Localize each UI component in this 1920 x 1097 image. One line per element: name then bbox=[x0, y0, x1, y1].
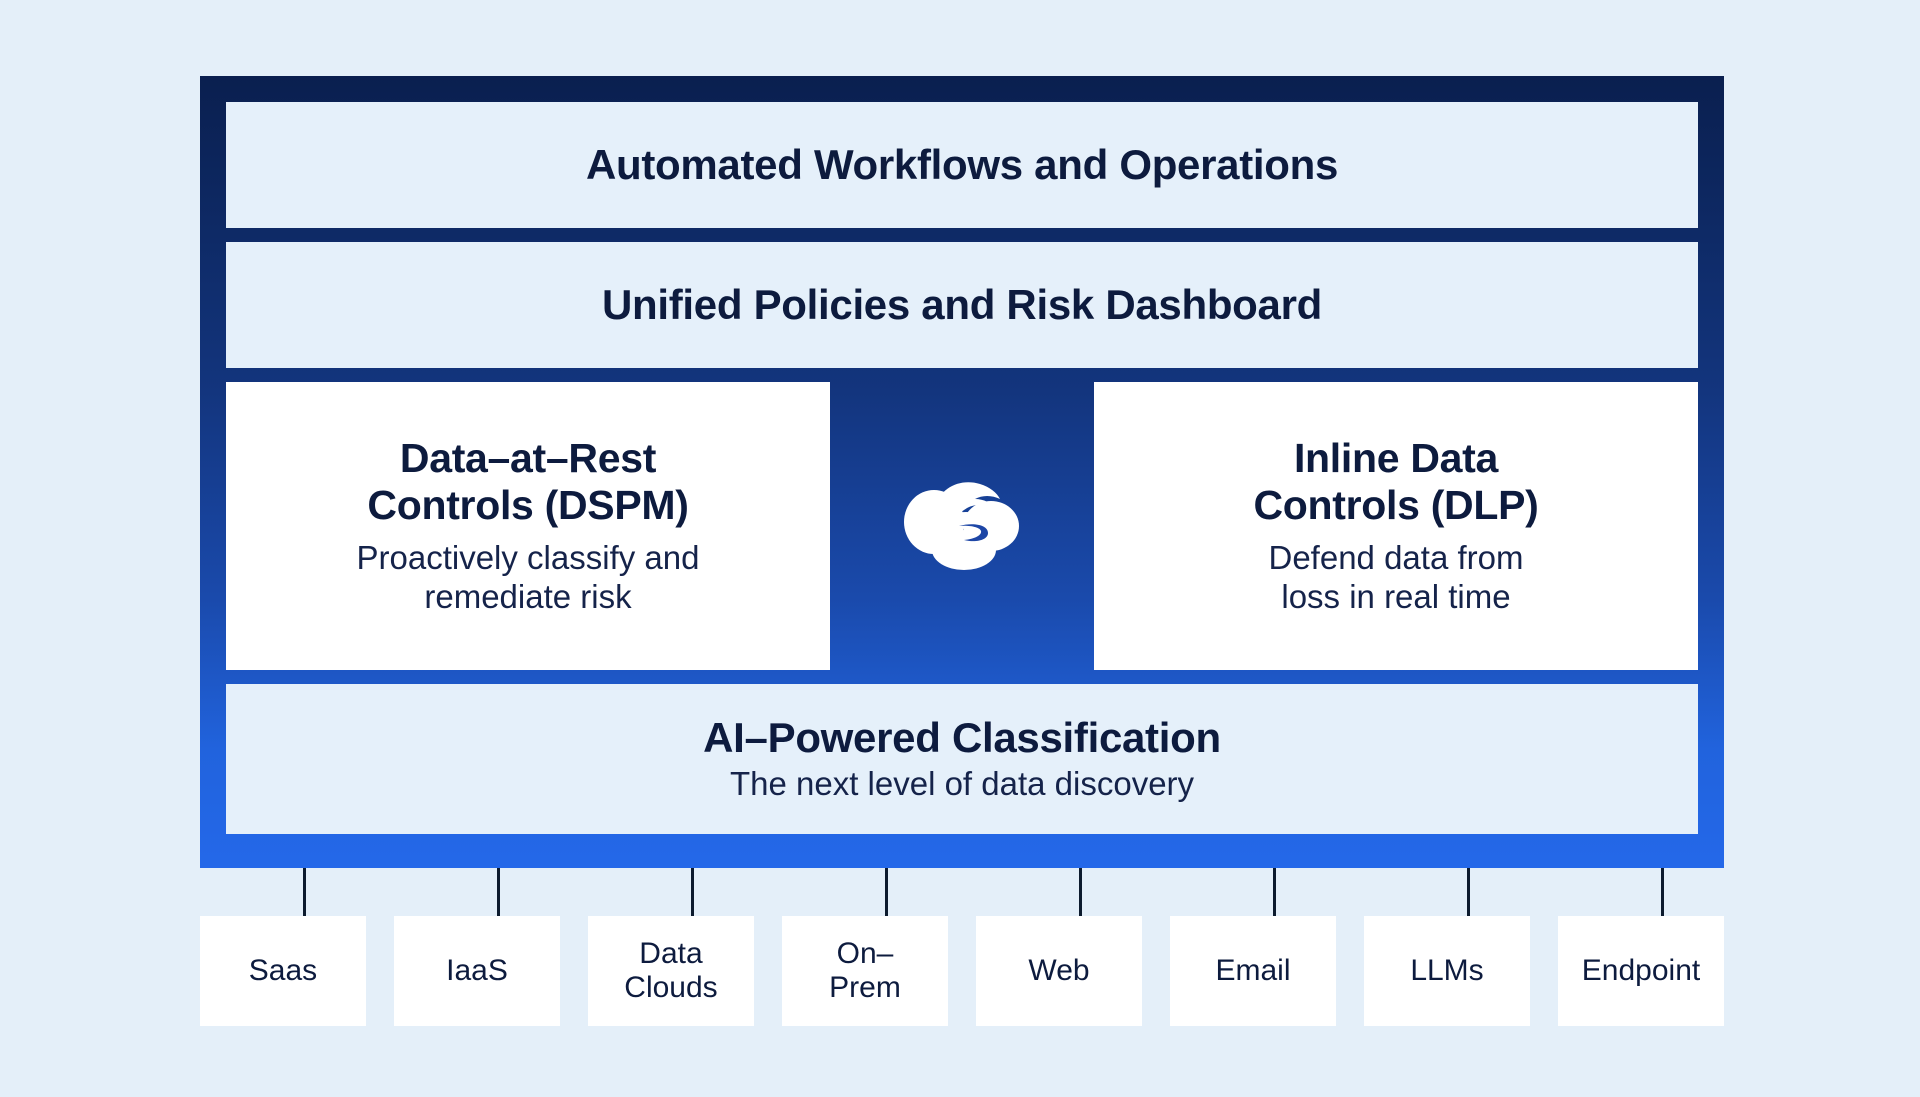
layer-ai-powered-classification-subtitle: The next level of data discovery bbox=[729, 765, 1195, 803]
data-sources-row: Saas IaaS Data Clouds On– Prem Web Email LLMs E… bbox=[200, 916, 1724, 1026]
center-logo-slot bbox=[830, 382, 1094, 670]
connector-line bbox=[497, 868, 500, 916]
control-card-inline-data-title: Inline Data Controls (DLP) bbox=[1253, 435, 1538, 529]
source-box[interactable]: Endpoint bbox=[1558, 916, 1724, 1026]
control-card-data-at-rest-title: Data–at–Rest Controls (DSPM) bbox=[367, 435, 689, 529]
connector-line bbox=[1467, 868, 1470, 916]
control-card-data-at-rest-subtitle-line-1: Proactively classify and bbox=[356, 538, 700, 576]
connector-line bbox=[1273, 868, 1276, 916]
layer-unified-policies-title: Unified Policies and Risk Dashboard bbox=[601, 280, 1322, 328]
control-card-inline-data-title-line-2: Controls (DLP) bbox=[1253, 482, 1539, 529]
layer-ai-powered-classification-title: AI–Powered Classification bbox=[703, 714, 1221, 762]
control-card-inline-data[interactable]: Inline Data Controls (DLP) Defend data f… bbox=[1094, 382, 1698, 670]
layer-ai-powered-classification: AI–Powered Classification The next level… bbox=[226, 684, 1698, 834]
source-box[interactable]: Saas bbox=[200, 916, 366, 1026]
control-card-data-at-rest[interactable]: Data–at–Rest Controls (DSPM) Proactively… bbox=[226, 382, 830, 670]
source-box-label: Endpoint bbox=[1581, 954, 1701, 988]
control-card-data-at-rest-title-line-2: Controls (DSPM) bbox=[367, 482, 689, 529]
source-box-label: Email bbox=[1215, 954, 1291, 988]
source-box[interactable]: Web bbox=[976, 916, 1142, 1026]
zscaler-cloud-logo-icon bbox=[896, 468, 1028, 585]
source-box-label: IaaS bbox=[446, 954, 508, 988]
source-box-label: Web bbox=[1028, 954, 1090, 988]
control-card-inline-data-subtitle: Defend data from loss in real time bbox=[1269, 538, 1524, 617]
connector-line bbox=[885, 868, 888, 916]
source-box[interactable]: LLMs bbox=[1364, 916, 1530, 1026]
control-card-data-at-rest-subtitle-line-2: remediate risk bbox=[424, 578, 632, 616]
source-box-label: Saas bbox=[248, 954, 318, 988]
layer-automated-workflows: Automated Workflows and Operations bbox=[226, 102, 1698, 228]
control-card-inline-data-subtitle-line-1: Defend data from bbox=[1268, 538, 1524, 576]
connector-line bbox=[303, 868, 306, 916]
source-box[interactable]: Data Clouds bbox=[588, 916, 754, 1026]
source-box[interactable]: Email bbox=[1170, 916, 1336, 1026]
source-box[interactable]: IaaS bbox=[394, 916, 560, 1026]
control-card-data-at-rest-title-line-1: Data–at–Rest bbox=[399, 435, 657, 482]
layer-automated-workflows-title: Automated Workflows and Operations bbox=[585, 140, 1339, 188]
control-card-inline-data-title-line-1: Inline Data bbox=[1293, 435, 1498, 482]
source-box-label: Data Clouds bbox=[624, 937, 718, 1004]
source-box-label: LLMs bbox=[1410, 954, 1484, 988]
controls-row: Data–at–Rest Controls (DSPM) Proactively… bbox=[226, 382, 1698, 670]
source-box[interactable]: On– Prem bbox=[782, 916, 948, 1026]
connector-line bbox=[691, 868, 694, 916]
layer-unified-policies: Unified Policies and Risk Dashboard bbox=[226, 242, 1698, 368]
source-box-label: On– Prem bbox=[829, 937, 901, 1004]
architecture-diagram-frame: Automated Workflows and Operations Unifi… bbox=[200, 76, 1724, 868]
control-card-inline-data-subtitle-line-2: loss in real time bbox=[1281, 578, 1511, 616]
connector-line bbox=[1661, 868, 1664, 916]
connector-line bbox=[1079, 868, 1082, 916]
control-card-data-at-rest-subtitle: Proactively classify and remediate risk bbox=[357, 538, 700, 617]
